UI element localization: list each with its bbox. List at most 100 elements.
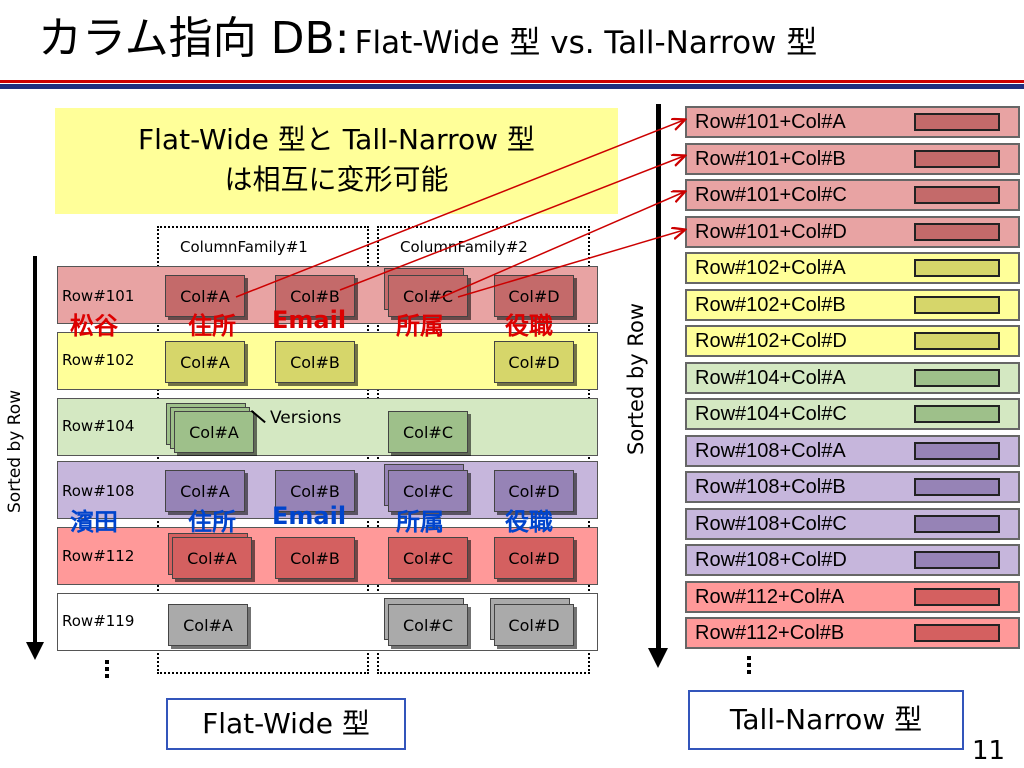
title-rule-red (0, 80, 1024, 83)
tall-narrow-entry: Row#112+Col#B (685, 617, 1020, 649)
annotation-name: 松谷 (70, 312, 118, 340)
tall-narrow-value-bar (914, 149, 1000, 168)
tall-narrow-sort-axis (656, 104, 661, 652)
cell-row102-col-d: Col#D (494, 341, 574, 383)
cell-row102-col-a: Col#A (165, 341, 245, 383)
tall-narrow-entry-label: Row#108+Col#C (695, 512, 847, 535)
cell-row119-col-c: Col#C (388, 604, 468, 646)
tall-narrow-entry-label: Row#101+Col#C (695, 184, 847, 206)
tall-narrow-entry-label: Row#101+Col#B (695, 147, 846, 170)
tall-narrow-value-bar (914, 259, 1000, 277)
tall-narrow-entry: Row#101+Col#B (685, 142, 1020, 175)
tall-narrow-entry-label: Row#102+Col#D (695, 330, 847, 352)
tall-narrow-entry-label: Row#101+Col#D (695, 220, 847, 243)
tall-narrow-entry: Row#108+Col#C (685, 507, 1020, 540)
tall-narrow-continuation-dots (747, 656, 751, 677)
tall-narrow-entry: Row#104+Col#A (685, 361, 1020, 394)
annotation-address: 住所 (188, 312, 236, 340)
annotation-name: 濱田 (70, 508, 118, 536)
tall-narrow-entry-label: Row#102+Col#A (695, 257, 846, 279)
tall-narrow-value-bar (914, 368, 1000, 387)
tall-narrow-entry: Row#102+Col#A (685, 252, 1020, 284)
row-band-104 (57, 398, 598, 456)
legend-flat-wide: Flat-Wide 型 (166, 698, 406, 750)
cell-row101-col-a: Col#A (165, 275, 245, 317)
tall-narrow-value-bar (914, 222, 1000, 241)
tall-narrow-entry-label: Row#101+Col#A (695, 111, 846, 133)
tall-narrow-entry-label: Row#104+Col#C (695, 403, 847, 425)
tall-narrow-entry-label: Row#112+Col#A (695, 585, 845, 608)
callout-line-1: Flat-Wide 型と Tall-Narrow 型 (138, 123, 535, 156)
column-family-2-label: ColumnFamily#2 (400, 238, 528, 256)
row-label-112: Row#112 (62, 547, 135, 565)
annotation-email: Email (272, 306, 347, 334)
tall-narrow-value-bar (914, 441, 1000, 460)
tall-narrow-value-bar (914, 332, 1000, 350)
arrow-col-b (339, 156, 684, 291)
cell-row112-col-c: Col#C (388, 537, 468, 579)
slide-title: カラム指向 DB: Flat-Wide 型 vs. Tall-Narrow 型 (38, 2, 817, 66)
arrow-col-c (439, 192, 684, 299)
row-label-104: Row#104 (62, 417, 135, 435)
flat-wide-continuation-dots (105, 660, 109, 681)
annotation-affiliation: 所属 (396, 312, 444, 340)
callout-line-2: は相互に変形可能 (224, 163, 449, 196)
callout-box: Flat-Wide 型と Tall-Narrow 型 は相互に変形可能 (55, 108, 618, 214)
tall-narrow-entry-label: Row#108+Col#A (695, 439, 846, 462)
column-family-1-label: ColumnFamily#1 (180, 238, 308, 256)
tall-narrow-entry-label: Row#108+Col#D (695, 549, 847, 571)
legend-tall-narrow: Tall-Narrow 型 (688, 690, 964, 750)
tall-narrow-value-bar (914, 478, 1000, 496)
page-number: 11 (972, 736, 1006, 766)
versions-label: Versions (270, 408, 342, 428)
tall-narrow-value-bar (914, 551, 1000, 569)
tall-narrow-value-bar (914, 587, 1000, 606)
tall-narrow-value-bar (914, 113, 1000, 131)
tall-narrow-entry: Row#102+Col#B (685, 288, 1020, 321)
tall-narrow-entry: Row#108+Col#B (685, 471, 1020, 503)
tall-narrow-entry: Row#108+Col#A (685, 434, 1020, 467)
tall-narrow-value-bar (914, 514, 1000, 533)
annotation-affiliation: 所属 (396, 508, 444, 536)
cell-row112-col-a: Col#A (172, 537, 252, 579)
tall-narrow-entry: Row#102+Col#D (685, 325, 1020, 357)
row-label-108: Row#108 (62, 482, 135, 500)
tall-narrow-sort-arrowhead (648, 648, 668, 668)
annotation-position: 役職 (505, 312, 553, 340)
cell-row101-col-b: Col#B (275, 275, 355, 317)
cell-row101-col-c: Col#C (388, 275, 468, 317)
cell-row112-col-d: Col#D (494, 537, 574, 579)
tall-narrow-entry-label: Row#108+Col#B (695, 476, 846, 498)
row-label-101: Row#101 (62, 287, 135, 305)
cell-row119-col-a: Col#A (168, 604, 248, 646)
tall-narrow-entry-label: Row#112+Col#B (695, 622, 845, 644)
tall-narrow-entry: Row#104+Col#C (685, 398, 1020, 430)
flat-wide-sort-axis (33, 256, 37, 646)
tall-narrow-entry: Row#101+Col#A (685, 106, 1020, 138)
tall-narrow-value-bar (914, 624, 1000, 642)
row-label-102: Row#102 (62, 351, 135, 369)
cell-row108-col-a: Col#A (165, 470, 245, 512)
title-rule-blue (0, 84, 1024, 89)
tall-narrow-value-bar (914, 186, 1000, 204)
cell-row119-col-d: Col#D (494, 604, 574, 646)
tall-narrow-entry: Row#101+Col#C (685, 179, 1020, 211)
cell-row108-col-b: Col#B (275, 470, 355, 512)
tall-narrow-entry-label: Row#102+Col#B (695, 293, 846, 316)
slide-title-main: カラム指向 DB: (38, 13, 350, 64)
annotation-email: Email (272, 502, 347, 530)
slide-title-sub: Flat-Wide 型 vs. Tall-Narrow 型 (354, 25, 818, 61)
tall-narrow-entry-label: Row#104+Col#A (695, 366, 846, 389)
arrow-col-d (457, 230, 684, 298)
tall-narrow-entry: Row#112+Col#A (685, 580, 1020, 613)
cell-row104-col-c: Col#C (388, 411, 468, 453)
arrow-col-a (235, 120, 684, 298)
annotation-address: 住所 (188, 508, 236, 536)
cell-row112-col-b: Col#B (275, 537, 355, 579)
tall-narrow-entry: Row#101+Col#D (685, 215, 1020, 248)
tall-narrow-value-bar (914, 405, 1000, 423)
cell-row104-col-a: Col#A (174, 411, 254, 453)
row-label-119: Row#119 (62, 612, 135, 630)
cell-row108-col-d: Col#D (494, 470, 574, 512)
